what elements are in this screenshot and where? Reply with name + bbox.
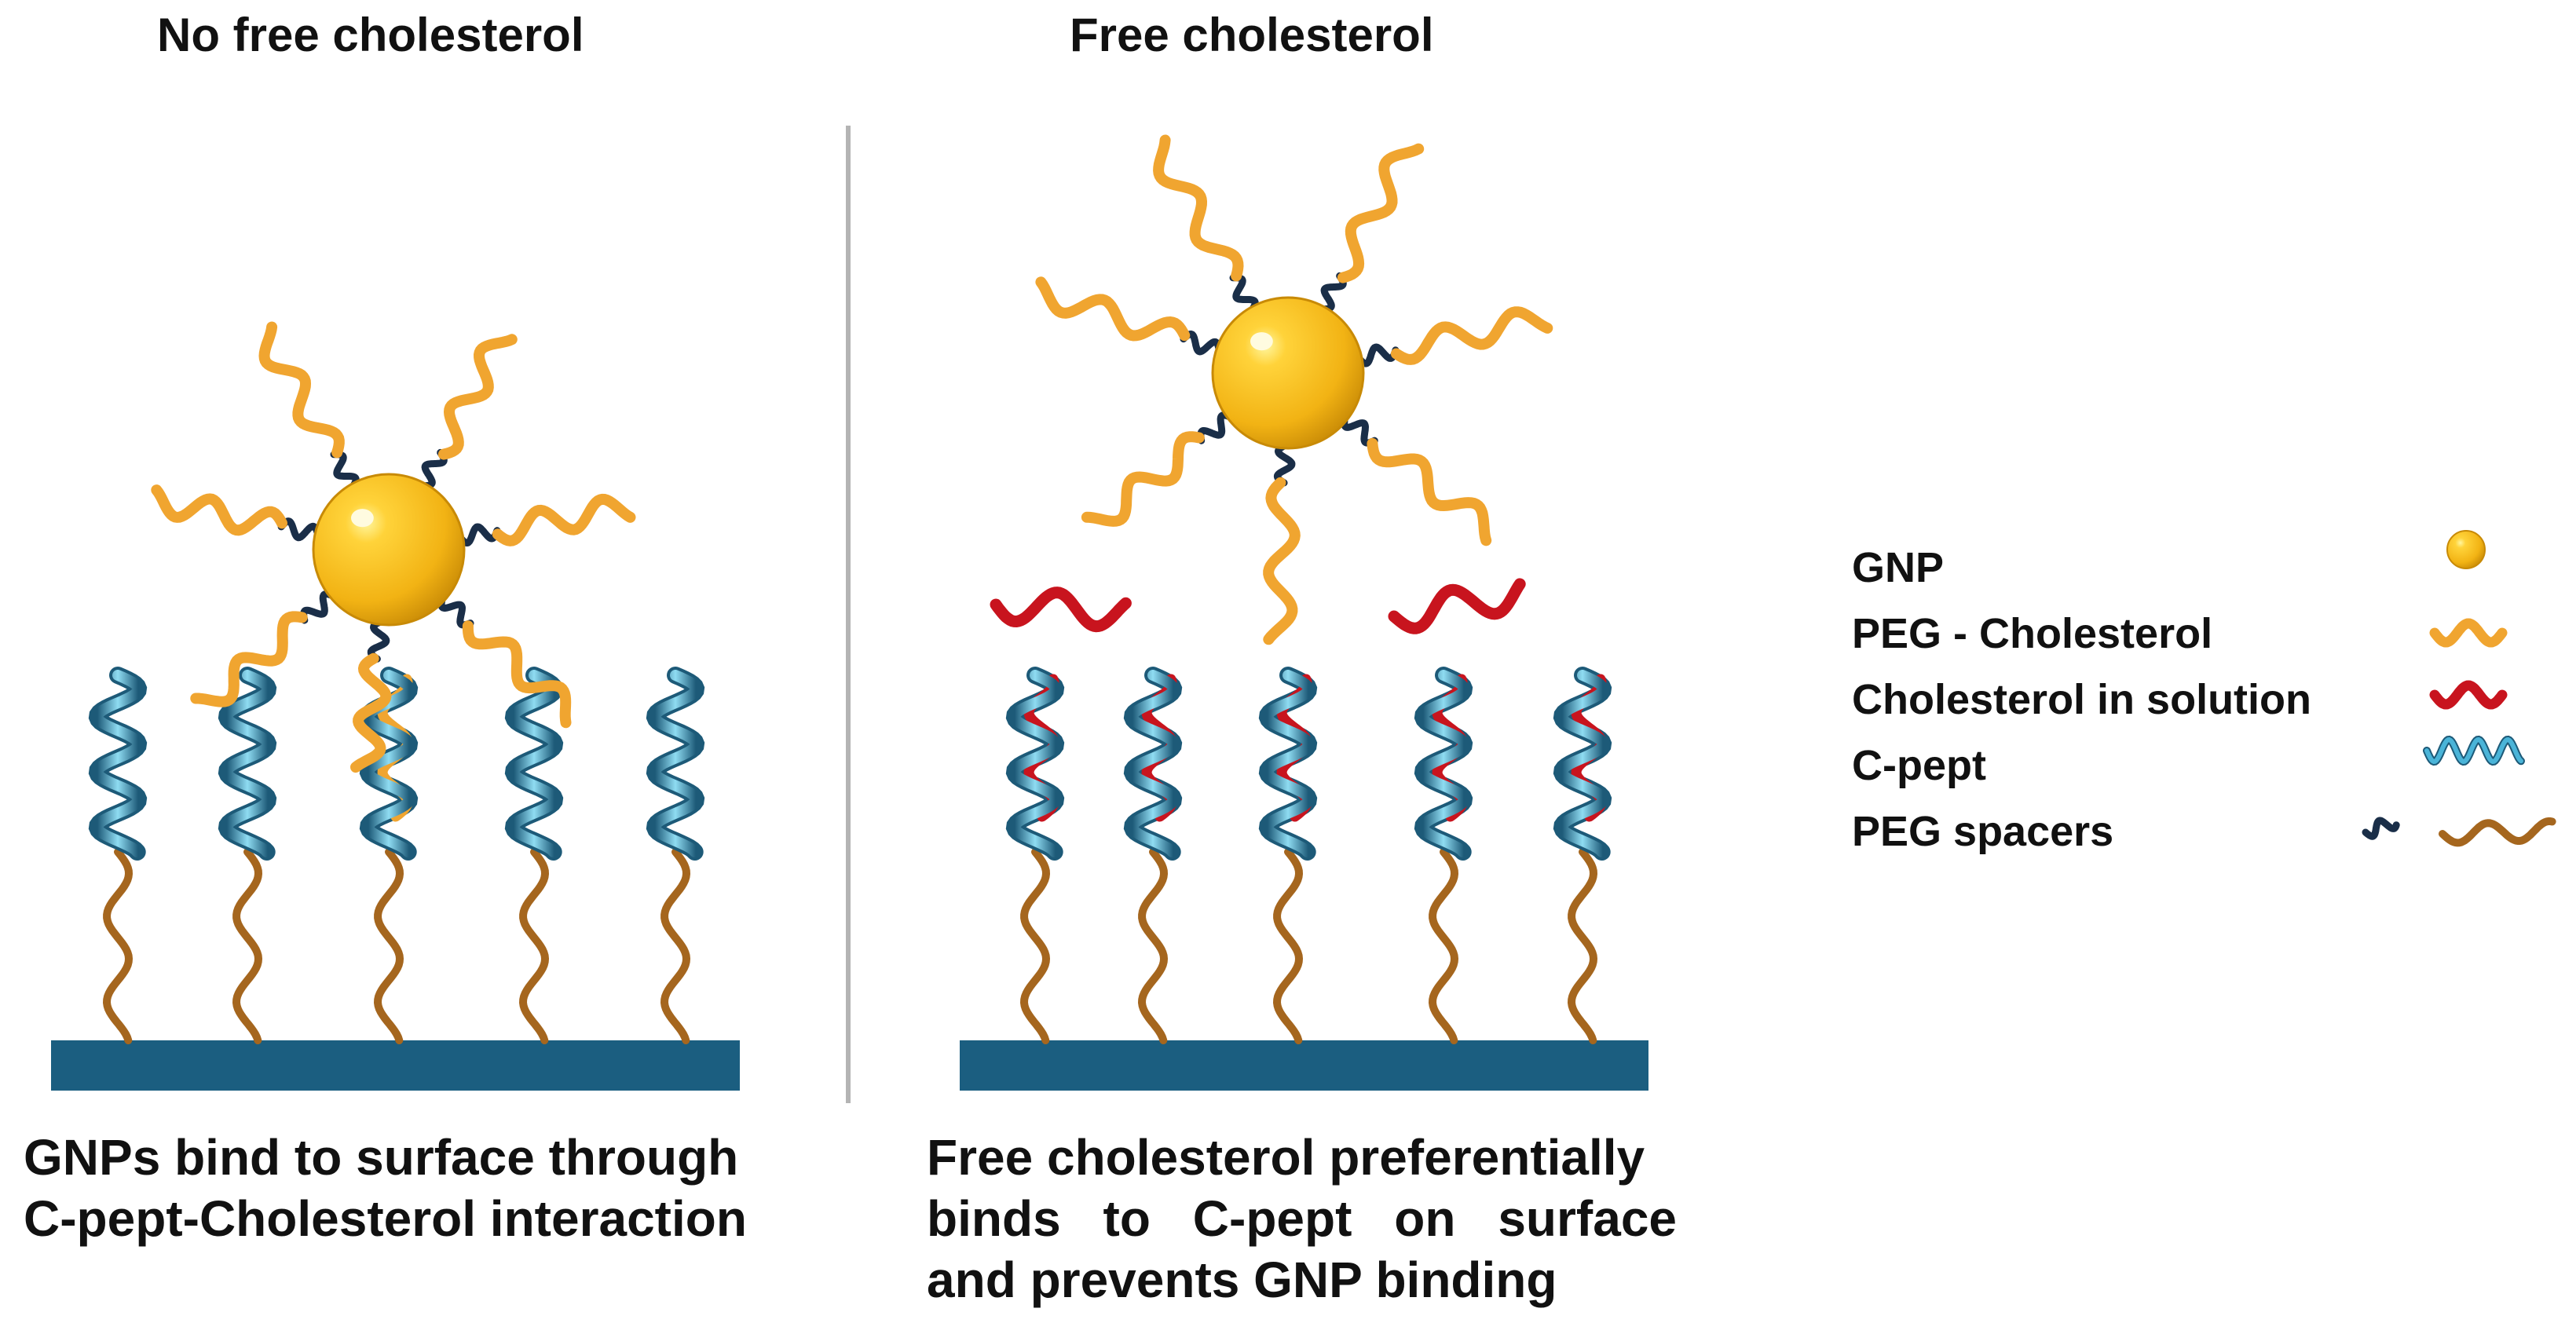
left-gnp-short-spacer xyxy=(330,451,360,491)
left-c-pept-4-spacer xyxy=(518,848,550,1044)
right-gnp-short-spacer xyxy=(1341,414,1378,447)
left-gnp-short-spacer xyxy=(300,590,337,624)
right-c-pept-5-spacer xyxy=(1567,848,1598,1044)
left-gnp-peg-cholesterol-arm xyxy=(492,493,636,546)
blue-helix-icon xyxy=(2424,736,2523,765)
right-gnp-peg-cholesterol-arm xyxy=(1367,437,1492,546)
right-c-pept-1-spacer xyxy=(1019,848,1051,1044)
gold-sphere-icon xyxy=(2446,530,2486,569)
right-c-pept-5-helix xyxy=(1556,670,1609,857)
right-gnp xyxy=(1211,296,1365,450)
left-c-pept-5-spacer xyxy=(660,848,691,1044)
caption-word: surface xyxy=(1498,1190,1677,1247)
left-c-pept-2-spacer xyxy=(232,848,263,1044)
left-panel-title: No free cholesterol xyxy=(157,9,584,61)
free-cholesterol-2 xyxy=(1388,578,1526,634)
right-c-pept-3-spacer xyxy=(1272,848,1304,1044)
left-gnp-peg-cholesterol-arm xyxy=(151,484,287,536)
left-caption-line-2: C-pept-Cholesterol interaction xyxy=(24,1190,747,1247)
right-c-pept-2-spacer xyxy=(1137,848,1169,1044)
legend-label-cholesterol-in-solution: Cholesterol in solution xyxy=(1852,676,2312,723)
left-gnp-highlight xyxy=(351,509,374,528)
right-gnp-short-spacer xyxy=(1355,343,1400,367)
right-gnp-short-spacer xyxy=(1197,411,1235,444)
legend-label-c-pept: C-pept xyxy=(1852,742,1986,789)
long-spacer-squiggle-icon xyxy=(2439,817,2556,847)
left-gnp-peg-cholesterol-arm xyxy=(190,611,308,707)
left-gnp-short-spacer xyxy=(437,594,474,629)
caption-word: on xyxy=(1394,1190,1456,1247)
left-c-pept-3-spacer xyxy=(373,848,404,1044)
left-c-pept-4-helix xyxy=(507,670,561,857)
left-gnp-peg-cholesterol-arm xyxy=(350,652,392,773)
legend-label-gnp: GNP xyxy=(1852,544,1945,591)
free-cholesterol-1 xyxy=(990,587,1132,633)
right-c-pept-1-helix xyxy=(1008,670,1062,857)
right-gnp-highlight xyxy=(1250,332,1273,351)
right-gnp-short-spacer xyxy=(1273,441,1296,487)
left-surface xyxy=(51,1040,740,1091)
legend-label-peg-spacers: PEG spacers xyxy=(1852,808,2114,855)
left-caption-line-1: GNPs bind to surface through xyxy=(24,1129,739,1186)
right-gnp-short-spacer xyxy=(1229,274,1259,314)
left-caption: GNPs bind to surface through C-pept-Chol… xyxy=(24,1127,747,1249)
left-c-pept-2-helix xyxy=(221,670,274,857)
left-gnp-short-spacer xyxy=(367,618,390,663)
right-caption-line-1: Free cholesterol preferentially xyxy=(927,1129,1645,1186)
caption-word: C-pept xyxy=(1192,1190,1352,1247)
right-panel-title: Free cholesterol xyxy=(1070,9,1434,61)
right-gnp-short-spacer xyxy=(1318,272,1347,313)
right-c-pept-2-helix xyxy=(1126,670,1180,857)
left-gnp-short-spacer xyxy=(277,517,322,542)
left-gnp-peg-cholesterol-arm xyxy=(258,321,345,459)
left-c-pept-1-helix xyxy=(91,670,145,857)
right-caption-line-3: and prevents GNP binding xyxy=(927,1252,1557,1308)
caption-word: binds xyxy=(927,1190,1061,1247)
right-gnp-short-spacer xyxy=(1180,330,1223,356)
left-gnp-short-spacer xyxy=(456,523,501,546)
right-gnp-peg-cholesterol-arm xyxy=(1081,431,1205,527)
right-gnp-peg-cholesterol-arm xyxy=(1263,477,1301,645)
right-gnp-peg-cholesterol-arm xyxy=(1390,306,1553,365)
red-squiggle-icon xyxy=(2429,680,2508,710)
right-gnp-peg-cholesterol-arm xyxy=(1035,276,1191,342)
legend-label-peg-cholesterol: PEG - Cholesterol xyxy=(1852,610,2213,657)
left-c-pept-5-helix xyxy=(649,670,702,857)
right-gnp-peg-cholesterol-arm xyxy=(1337,143,1425,283)
left-gnp-peg-cholesterol-arm xyxy=(462,620,572,729)
left-gnp xyxy=(312,473,466,627)
right-gnp-peg-cholesterol-arm xyxy=(1153,134,1244,282)
caption-word: to xyxy=(1103,1190,1151,1247)
right-c-pept-3-helix xyxy=(1261,670,1315,857)
spacer-squiggles-icon xyxy=(2362,817,2400,840)
right-surface xyxy=(960,1040,1648,1091)
left-gnp-peg-cholesterol-arm xyxy=(437,334,518,460)
orange-squiggle-icon xyxy=(2429,618,2508,648)
left-gnp-short-spacer xyxy=(419,448,448,490)
left-c-pept-1-spacer xyxy=(102,848,134,1044)
right-c-pept-4-helix xyxy=(1417,670,1470,857)
right-c-pept-4-spacer xyxy=(1428,848,1459,1044)
